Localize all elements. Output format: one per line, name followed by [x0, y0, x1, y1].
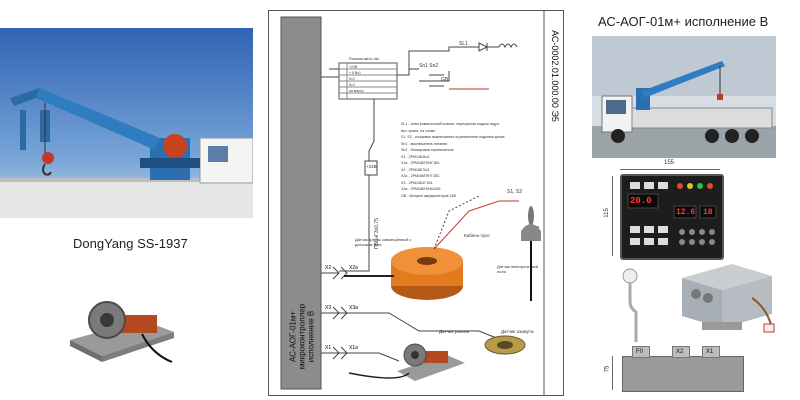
controller-label: АС-АОГ-01м+ микроконтроллер исполнение В — [283, 291, 319, 381]
connector-row: Вх2 — [349, 77, 355, 81]
panel-height-dimension: 115 — [603, 208, 610, 218]
legend-item: S1, S2 - концевые выключатели ограничите… — [401, 135, 505, 139]
force-sensor-label: Датчик усилия — [439, 329, 470, 334]
legend-item: X2a - 2РМ18КПН7Г1В1 — [401, 174, 440, 178]
legend-item: X2 - 2РМ18Б7Ш1 — [401, 167, 430, 172]
connector-x3: X3 — [325, 305, 332, 311]
panel-width-line — [620, 169, 720, 170]
fuse-label: +24В — [366, 164, 377, 169]
legend-item: X3a - 2РМ18КПН4Ш1В1 — [401, 187, 441, 191]
connector-row: +24В — [349, 65, 358, 69]
legend-item: GB - батарея аккумуляторов 24В — [401, 193, 456, 198]
controller-label-line-3: исполнение В — [306, 310, 316, 363]
connector-x2: X2 — [325, 265, 332, 271]
connector-x1a: X1a — [349, 345, 358, 351]
connector-row: Вх3 — [349, 83, 355, 87]
battery-label: GB — [441, 77, 449, 83]
display-tertiary: 18 — [703, 208, 713, 217]
legend-item: Sn1 - выключатель питания — [401, 141, 448, 146]
angle-sensor-illustration — [622, 268, 638, 342]
length-sensor-label: Датчик длины совмещённый с датчиком угла — [355, 237, 412, 247]
panel-height-line — [612, 176, 613, 256]
legend-item: X1a - 2РМ18КПН4Г1В1 — [401, 161, 440, 165]
limit-switch-label: S1, S2 — [507, 189, 523, 195]
connector-x3a: X3a — [349, 305, 358, 311]
truck-photo — [592, 36, 776, 158]
box-terminal-x1 — [702, 346, 720, 358]
box-outline — [622, 356, 744, 392]
controller-label-line-2: микроконтроллер — [297, 303, 307, 370]
force-sensor-illustration — [70, 301, 174, 363]
legend-item: вкл. крана, на схеме — [401, 128, 436, 133]
junction-box-photo — [672, 258, 778, 344]
legend-item: Sn2 - блокировка ограничителя — [401, 148, 454, 152]
schematic-sheet: АС-АОГ-01м+ микроконтроллер исполнение В… — [268, 10, 564, 396]
force-sensor-photo — [62, 290, 182, 370]
box-terminal-f0 — [632, 346, 650, 358]
connector-table-title: Разъем авто-4м — [349, 56, 379, 61]
box-height-dimension: 75 — [604, 365, 611, 373]
control-panel: 20.0 12.6 18 — [620, 174, 724, 260]
product-title: АС-АОГ-01м+ исполнение В — [598, 14, 769, 29]
legend-item: SL1 - электромагнитный клапан, перекрыти… — [401, 122, 500, 126]
legend: SL1 - электромагнитный клапан, перекрыти… — [401, 121, 505, 199]
connector-table: +24В + 5 Вх1 Вх2 Вх3 на массу — [349, 64, 363, 94]
box-height-line — [612, 356, 613, 390]
drawing-code: АС-0002.01.000.00 Э5 — [550, 30, 560, 122]
connector-x1: X1 — [325, 345, 332, 351]
connector-row: на массу — [349, 89, 364, 93]
schematic-lines — [280, 11, 545, 395]
connector-x2a: X2a — [349, 265, 358, 271]
control-panel-graphic — [627, 182, 717, 245]
tilt-sensor-label: Датчик электрический поля — [497, 264, 538, 274]
controller-label-line-1: АС-АОГ-01м+ — [288, 310, 298, 363]
switch-label: Sn1 Sn2 — [419, 63, 439, 69]
display-primary: 20.0 — [630, 196, 652, 206]
box-label-x2: X2 — [676, 349, 684, 355]
junction-box-illustration — [682, 264, 775, 333]
box-terminal-x2 — [672, 346, 690, 358]
azimuth-sensor-label: Датчик азимута — [501, 329, 534, 334]
display-secondary: 12.6 — [676, 208, 696, 217]
connector-row: + 5 Вх1 — [349, 71, 361, 75]
angle-sensor-photo — [616, 266, 656, 346]
crane-model-caption: DongYang SS-1937 — [73, 236, 188, 251]
truck-photo-illustration — [592, 36, 776, 158]
box-label-f0: F0 — [636, 349, 644, 355]
crane-photo — [0, 28, 253, 218]
cable-reel-label: Кабель-трос — [464, 233, 490, 238]
legend-item: X3 - 2РМ14Б4Г1В1 — [401, 180, 433, 185]
crane-photo-illustration — [0, 28, 253, 218]
valve-label: SL1 — [459, 41, 468, 47]
legend-item: X1 - 2РМ14Б4Ш1 — [401, 154, 430, 159]
box-label-x1: X1 — [706, 349, 714, 355]
panel-width-dimension: 155 — [664, 160, 675, 166]
